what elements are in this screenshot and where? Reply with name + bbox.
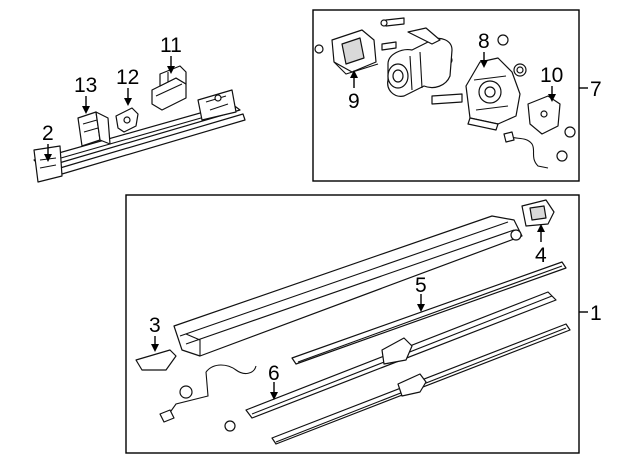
part-12-bracket — [115, 107, 139, 133]
callout-12: 12 — [116, 66, 139, 89]
part-10-plate — [527, 95, 561, 135]
motor-assembly-frame — [312, 9, 580, 182]
callout-4: 4 — [535, 244, 547, 267]
part-3-end-cap — [135, 349, 177, 371]
callout-3: 3 — [149, 314, 161, 337]
callout-6: 6 — [268, 362, 280, 385]
callout-7: 7 — [590, 78, 602, 101]
part-11-hinge — [151, 65, 187, 111]
callout-8: 8 — [478, 30, 490, 53]
part-5-rail — [291, 261, 567, 365]
support-rail-upper — [245, 291, 557, 419]
part-6-rail — [271, 323, 571, 445]
callout-2: 2 — [42, 122, 54, 145]
part-4-end-cap — [521, 199, 555, 227]
bracket-rail-assembly — [33, 89, 246, 183]
lower-harness — [159, 364, 257, 432]
running-board-frame — [125, 194, 580, 454]
motor-harness — [503, 126, 576, 169]
part-9-bracket — [331, 29, 379, 75]
callout-13: 13 — [74, 74, 97, 97]
fastener-4 — [510, 229, 522, 241]
running-board — [173, 215, 523, 357]
callout-leaders — [44, 52, 556, 400]
part-13-module — [77, 111, 111, 147]
callout-1: 1 — [590, 302, 602, 325]
callout-5: 5 — [415, 274, 427, 297]
motor-body — [387, 27, 463, 105]
callout-11: 11 — [160, 34, 182, 57]
callout-10: 10 — [540, 64, 563, 87]
part-8-gearbox — [465, 57, 521, 131]
callout-9: 9 — [348, 90, 360, 113]
